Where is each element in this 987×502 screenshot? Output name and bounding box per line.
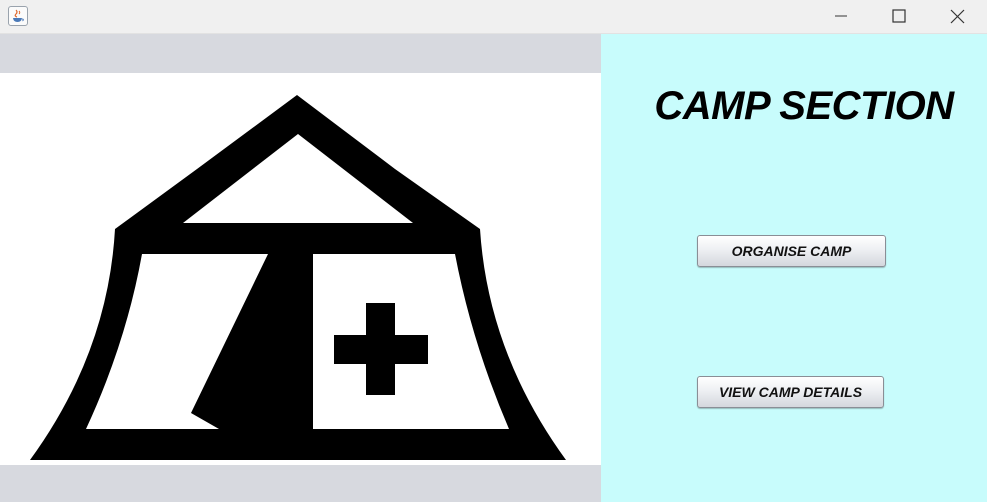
minimize-icon xyxy=(835,15,847,17)
close-button[interactable] xyxy=(934,0,980,33)
minimize-button[interactable] xyxy=(818,0,864,33)
maximize-button[interactable] xyxy=(875,0,921,33)
java-cup-icon[interactable] xyxy=(8,6,28,26)
image-panel xyxy=(0,34,601,502)
window-titlebar xyxy=(0,0,987,34)
tent-image xyxy=(0,73,601,465)
page-title: CAMP SECTION xyxy=(654,84,954,128)
close-icon xyxy=(950,9,965,24)
tent-medical-icon xyxy=(30,95,566,460)
view-camp-details-button[interactable]: VIEW CAMP DETAILS xyxy=(697,376,884,408)
camp-menu-panel: CAMP SECTION ORGANISE CAMP VIEW CAMP DET… xyxy=(601,34,987,502)
organise-camp-button[interactable]: ORGANISE CAMP xyxy=(697,235,886,267)
maximize-icon xyxy=(892,9,906,23)
